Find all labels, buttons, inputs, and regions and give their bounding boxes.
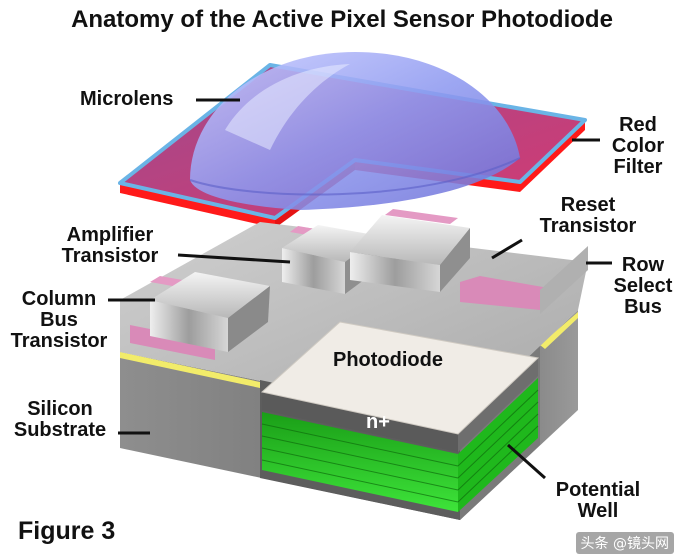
n-plus-layer [262, 358, 538, 452]
column-bus-transistor-label-line1: Column [21, 288, 97, 310]
column-bus-transistor-label: Column Bus Transistor [2, 289, 116, 352]
red-color-filter-label-line2: Color [611, 135, 665, 157]
potential-well-leader [507, 443, 546, 480]
column-bus-transistor-shape [150, 272, 270, 352]
diagram-title: Anatomy of the Active Pixel Sensor Photo… [71, 6, 613, 33]
row-select-bus-label-line2: Select [613, 275, 673, 297]
row-select-bus-label-line1: Row [621, 254, 665, 276]
potential-well [261, 378, 539, 512]
potential-well-label-line1: Potential [555, 479, 641, 501]
column-bus-transistor-label-line2: Bus [40, 309, 78, 331]
photodiode-surface [260, 321, 540, 435]
reset-transistor-label-line1: Reset [560, 194, 616, 216]
microlens [189, 52, 521, 210]
watermark: 头条 @镜头网 [575, 532, 674, 554]
n-plus-label: n+ [366, 411, 390, 433]
column-bus-transistor-label-line3: Transistor [10, 330, 108, 352]
photodiode-label: Photodiode [333, 349, 443, 371]
potential-well-label-line2: Well [577, 500, 619, 522]
reset-transistor-label: Reset Transistor [518, 195, 658, 237]
row-select-bus-label-line3: Bus [624, 296, 662, 318]
amplifier-transistor-label-line1: Amplifier [66, 224, 154, 246]
reset-transistor-leader [491, 238, 523, 260]
amplifier-transistor-label-line2: Transistor [61, 245, 159, 267]
reset-transistor-shape [350, 215, 470, 292]
leader-lines [108, 98, 612, 480]
row-select-bus-label: Row Select Bus [605, 255, 681, 318]
amplifier-transistor-label: Amplifier Transistor [40, 225, 180, 267]
reset-transistor-label-line2: Transistor [539, 215, 637, 237]
microlens-label: Microlens [80, 88, 174, 110]
potential-well-label: Potential Well [538, 480, 658, 522]
row-select-bus-shape [540, 246, 588, 314]
figure-label: Figure 3 [18, 517, 116, 545]
red-color-filter-label: Red Color Filter [603, 115, 673, 178]
silicon-substrate-label-line1: Silicon [27, 398, 93, 420]
amplifier-transistor-leader [177, 253, 291, 264]
red-color-filter-label-line3: Filter [613, 156, 663, 178]
red-color-filter-label-line1: Red [619, 114, 657, 136]
silicon-substrate-label-line2: Substrate [13, 419, 107, 441]
silicon-substrate-label: Silicon Substrate [2, 399, 118, 441]
